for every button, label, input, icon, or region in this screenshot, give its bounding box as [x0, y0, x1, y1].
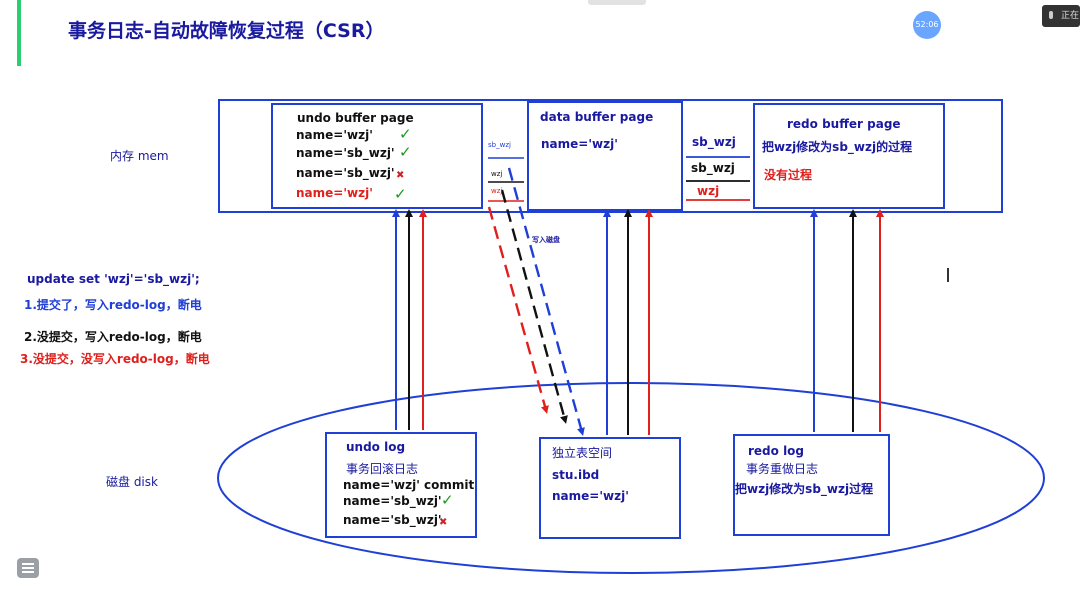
undo-log-row: name='wzj' commit — [343, 478, 475, 492]
check-icon: ✓ — [399, 125, 412, 143]
check-icon: ✓ — [394, 185, 407, 203]
small-label-sb-wzj: sb_wzj — [488, 141, 511, 149]
top-handle[interactable] — [588, 0, 646, 5]
small-label-wzj: wzj — [491, 187, 503, 195]
tablespace-file: stu.ibd — [552, 468, 600, 482]
cross-icon: ✖ — [396, 170, 405, 181]
undo-buffer-box — [271, 103, 483, 209]
scenario-1: 1.提交了，写入redo-log，断电 — [24, 298, 202, 312]
redo-log-title: redo log — [748, 444, 805, 458]
tablespace-box — [539, 437, 681, 539]
tablespace-title: 独立表空间 — [552, 446, 613, 460]
disk-region — [217, 382, 1045, 574]
undo-buffer-title: undo buffer page — [297, 111, 414, 125]
redo-log-subtitle: 事务重做日志 — [746, 462, 819, 476]
redo-buffer-line: 没有过程 — [764, 168, 813, 182]
undo-buffer-row: name='wzj' — [296, 128, 373, 142]
undo-log-row: name='sb_wzj' — [343, 494, 442, 508]
scenario-3: 3.没提交，没写入redo-log，断电 — [20, 352, 210, 366]
redo-entry-label: sb_wzj — [692, 135, 736, 149]
redo-entry-label: sb_wzj — [691, 161, 735, 175]
undo-buffer-row: name='sb_wzj' — [296, 166, 395, 180]
undo-log-row: name='sb_wzj' — [343, 513, 442, 527]
mic-indicator[interactable]: 正在 — [1042, 5, 1080, 27]
data-buffer-row: name='wzj' — [541, 137, 618, 151]
slide-accent-bar — [17, 0, 21, 66]
write-disk-label: 写入磁盘 — [532, 236, 560, 244]
menu-button[interactable] — [17, 558, 39, 578]
redo-log-box — [733, 434, 890, 536]
text-cursor — [947, 268, 949, 282]
check-icon: ✓ — [441, 491, 454, 509]
mic-label: 正在 — [1061, 11, 1080, 21]
memory-label: 内存 mem — [110, 149, 169, 163]
redo-log-line: 把wzj修改为sb_wzj过程 — [735, 482, 874, 496]
undo-buffer-row: name='sb_wzj' — [296, 146, 395, 160]
cross-icon: ✖ — [439, 517, 448, 528]
sql-statement: update set 'wzj'='sb_wzj'; — [27, 272, 200, 286]
undo-buffer-row: name='wzj' — [296, 186, 373, 200]
redo-buffer-box — [753, 103, 945, 209]
undo-log-title: undo log — [346, 440, 406, 454]
data-buffer-title: data buffer page — [540, 110, 654, 124]
scenario-2: 2.没提交，写入redo-log，断电 — [24, 330, 202, 344]
timer-badge: 52:06 — [913, 11, 941, 39]
undo-log-box — [325, 432, 477, 538]
redo-entry-label: wzj — [697, 184, 720, 198]
tablespace-row: name='wzj' — [552, 489, 629, 503]
slide-title: 事务日志-自动故障恢复过程（CSR） — [68, 20, 385, 42]
check-icon: ✓ — [399, 143, 412, 161]
redo-buffer-title: redo buffer page — [787, 117, 901, 131]
redo-buffer-line: 把wzj修改为sb_wzj的过程 — [762, 140, 913, 154]
disk-label: 磁盘 disk — [106, 475, 158, 489]
menu-icon — [22, 563, 34, 565]
microphone-icon — [1049, 11, 1053, 19]
small-label-wzj: wzj — [491, 170, 503, 178]
undo-log-subtitle: 事务回滚日志 — [346, 462, 419, 476]
